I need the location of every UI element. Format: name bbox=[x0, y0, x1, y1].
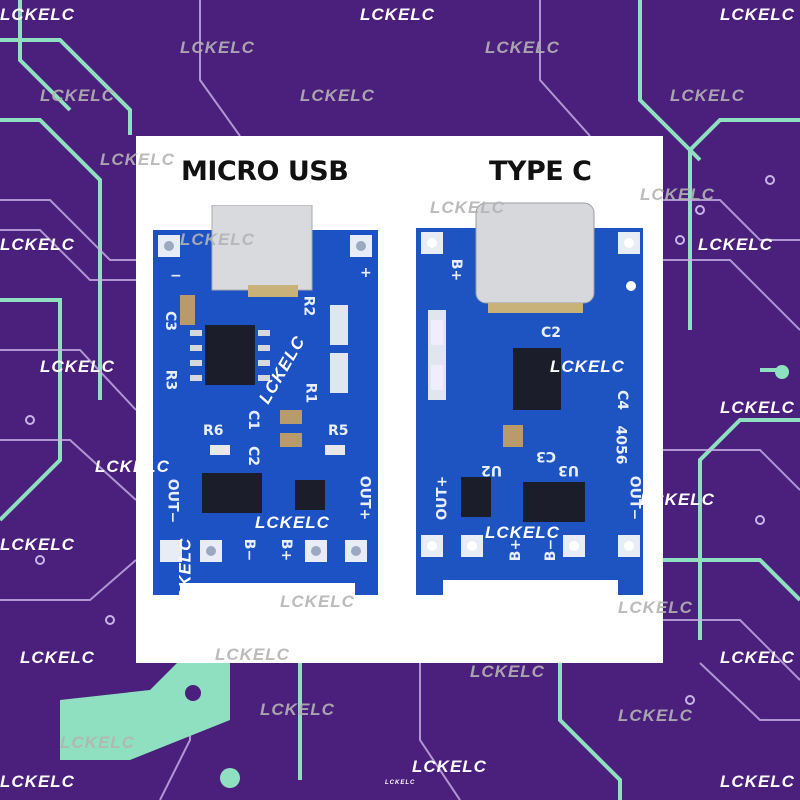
charger-ic bbox=[205, 325, 255, 385]
watermark: LCKELC bbox=[470, 662, 545, 681]
watermark: LCKELC bbox=[175, 537, 195, 613]
watermark: LCKELC bbox=[550, 357, 625, 376]
watermark: LCKELC bbox=[0, 535, 75, 554]
watermark: LCKELC bbox=[0, 5, 75, 24]
silk-r2: R2 bbox=[300, 295, 317, 317]
watermark: LCKELC bbox=[255, 513, 330, 532]
silk-tc-c4: C4 bbox=[614, 389, 631, 411]
silk-minus: − bbox=[170, 268, 182, 284]
silk-tc-out-plus: OUT+ bbox=[434, 475, 451, 521]
protection-ic bbox=[202, 473, 262, 513]
watermark: LCKELC bbox=[60, 733, 135, 752]
watermark: LCKELC bbox=[618, 598, 693, 617]
watermark: LCKELC bbox=[485, 38, 560, 57]
type-c-title: TYPE C bbox=[489, 156, 592, 187]
silk-tc-b-plus-top: B+ bbox=[448, 258, 465, 282]
watermark: LCKELC bbox=[640, 490, 715, 509]
silk-tc-c3: C3 bbox=[536, 448, 557, 464]
watermark: LCKELC bbox=[0, 235, 75, 254]
silk-r1: R1 bbox=[302, 382, 319, 404]
watermark: LCKELC bbox=[412, 757, 487, 776]
watermark: LCKELC bbox=[215, 645, 290, 664]
silk-c1: C1 bbox=[245, 409, 262, 431]
silk-tc-c2: C2 bbox=[541, 325, 562, 341]
silk-r6: R6 bbox=[203, 423, 224, 439]
silk-c3: C3 bbox=[162, 310, 179, 332]
silk-r3: R3 bbox=[162, 369, 179, 391]
watermark: LCKELC bbox=[618, 706, 693, 725]
silk-b-minus: B− bbox=[241, 538, 258, 562]
watermark: LCKELC bbox=[180, 230, 255, 249]
micro-usb-connector bbox=[211, 205, 313, 291]
watermark: LCKELC bbox=[720, 398, 795, 417]
watermark: LCKELC bbox=[40, 86, 115, 105]
watermark: LCKELC bbox=[20, 648, 95, 667]
small-watermark: LCKELC bbox=[385, 780, 416, 786]
watermark: LCKELC bbox=[720, 5, 795, 24]
watermark: LCKELC bbox=[430, 198, 505, 217]
watermark: LCKELC bbox=[260, 700, 335, 719]
silk-r5: R5 bbox=[328, 423, 349, 439]
watermark: LCKELC bbox=[40, 357, 115, 376]
silk-tc-4056: 4056 bbox=[612, 425, 629, 465]
watermark: LCKELC bbox=[100, 150, 175, 169]
micro-usb-title: MICRO USB bbox=[181, 156, 349, 187]
usb-c-connector bbox=[475, 202, 595, 304]
silk-c2: C2 bbox=[245, 445, 262, 467]
watermark: LCKELC bbox=[720, 772, 795, 791]
mosfet bbox=[295, 480, 325, 510]
watermark: LCKELC bbox=[698, 235, 773, 254]
watermark: LCKELC bbox=[280, 592, 355, 611]
silk-out-minus: OUT− bbox=[164, 478, 181, 524]
watermark: LCKELC bbox=[640, 185, 715, 204]
watermark: LCKELC bbox=[360, 5, 435, 24]
watermark: LCKELC bbox=[485, 523, 560, 542]
type-c-charger-board bbox=[416, 202, 643, 595]
micro-usb-charger-board bbox=[153, 205, 378, 600]
watermark: LCKELC bbox=[95, 457, 170, 476]
silk-plus: + bbox=[360, 265, 372, 281]
watermark: LCKELC bbox=[180, 38, 255, 57]
charger-ic bbox=[513, 348, 561, 410]
watermark: LCKELC bbox=[670, 86, 745, 105]
protection-ic bbox=[523, 482, 585, 522]
silk-tc-u3: U3 bbox=[558, 462, 580, 478]
watermark: LCKELC bbox=[300, 86, 375, 105]
silk-tc-u2: U2 bbox=[481, 462, 503, 478]
silk-out-plus: OUT+ bbox=[356, 475, 373, 521]
watermark: LCKELC bbox=[0, 772, 75, 791]
mosfet bbox=[461, 477, 491, 517]
watermark: LCKELC bbox=[720, 648, 795, 667]
silk-b-plus: B+ bbox=[278, 538, 295, 562]
